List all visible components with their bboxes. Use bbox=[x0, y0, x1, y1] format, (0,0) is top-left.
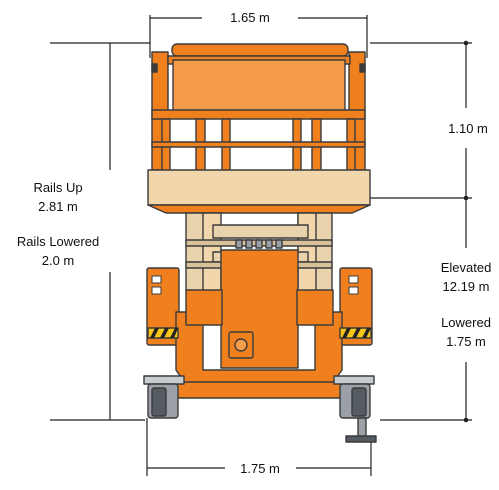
outrigger bbox=[345, 417, 377, 443]
wheels bbox=[143, 375, 375, 419]
dimension-dots bbox=[463, 40, 469, 423]
rails-up-label: Rails Up bbox=[33, 180, 82, 195]
base-width-label: 1.75 m bbox=[240, 461, 280, 476]
lowered-value: 1.75 m bbox=[446, 334, 486, 349]
dimension-lines bbox=[50, 15, 472, 476]
rail-height-label: 1.10 m bbox=[448, 121, 488, 136]
rails-lowered-value: 2.0 m bbox=[42, 253, 75, 268]
elevated-value: 12.19 m bbox=[443, 279, 490, 294]
scissor-pins bbox=[235, 239, 283, 249]
guard-rails bbox=[151, 43, 366, 172]
control-box bbox=[228, 331, 254, 359]
platform-width-label: 1.65 m bbox=[230, 10, 270, 25]
rails-up-value: 2.81 m bbox=[38, 199, 78, 214]
hazard-stripes bbox=[147, 327, 372, 339]
rails-lowered-label: Rails Lowered bbox=[17, 234, 99, 249]
scissor-lift bbox=[143, 43, 377, 443]
lowered-label: Lowered bbox=[441, 315, 491, 330]
side-trays bbox=[146, 267, 373, 346]
elevated-label: Elevated bbox=[441, 260, 492, 275]
platform-deck bbox=[147, 169, 371, 214]
